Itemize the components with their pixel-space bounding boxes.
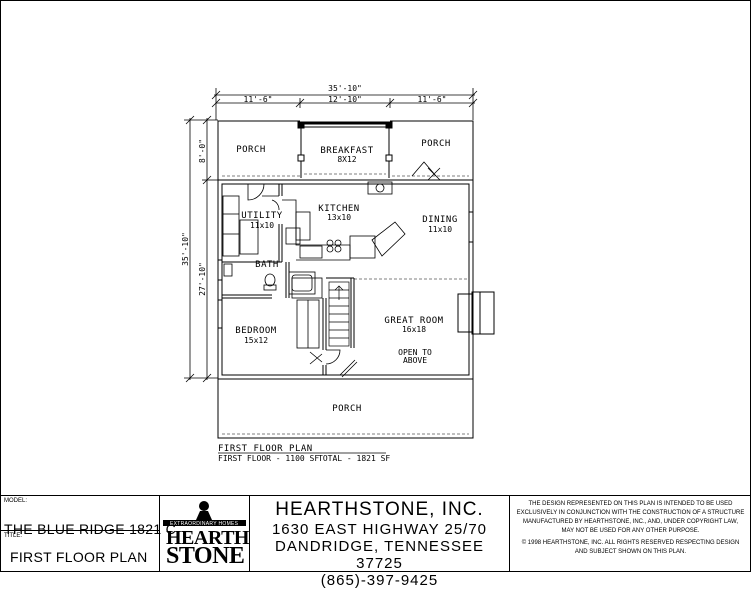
note-above: ABOVE [403, 356, 427, 365]
floor-plan-drawing: 35'-10" 11'-6" 12'-10" 11'-6" 35'-10" 8'… [0, 0, 751, 572]
copyright-notice: THE DESIGN REPRESENTED ON THIS PLAN IS I… [516, 501, 745, 534]
width-segment-left: 11'-6" [244, 95, 273, 104]
copyright-notice-block: THE DESIGN REPRESENTED ON THIS PLAN IS I… [509, 495, 751, 572]
width-segment-center: 12'-10" [328, 95, 362, 104]
room-label-porch-front: PORCH [332, 404, 362, 414]
room-size-bedroom: 15x12 [244, 336, 268, 345]
company-address-block: HEARTHSTONE, INC. 1630 EAST HIGHWAY 25/7… [249, 495, 510, 589]
room-label-bath: BATH [255, 260, 279, 270]
room-label-utility: UTILITY [241, 211, 283, 221]
door-swings [247, 161, 441, 378]
room-size-great-room: 16x18 [402, 325, 426, 334]
overall-depth-dimension: 35'-10" [181, 232, 190, 266]
left-dimensions [184, 115, 218, 383]
company-address-street: 1630 EAST HIGHWAY 25/70 [271, 521, 488, 538]
model-name: THE BLUE RIDGE 1821 C [4, 521, 177, 537]
sheet-border [0, 0, 751, 572]
rights-reserved-notice: © 1998 HEARTHSTONE, INC. ALL RIGHTS RESE… [521, 540, 740, 555]
room-size-utility: 11x10 [250, 221, 274, 230]
bedroom-closets [291, 277, 323, 349]
room-label-porch-left: PORCH [236, 145, 266, 155]
drawing-sheet: 35'-10" 11'-6" 12'-10" 11'-6" 35'-10" 8'… [0, 0, 751, 572]
company-name: HEARTHSTONE, INC. [275, 499, 484, 520]
room-size-kitchen: 13x10 [327, 213, 351, 222]
company-address-city: DANDRIDGE, TENNESSEE 37725 [275, 538, 484, 572]
kitchen-counters [282, 199, 406, 261]
drawing-title: FIRST FLOOR PLAN [10, 549, 148, 565]
logo-tagline: EXTRAORDINARY HOMES [170, 521, 239, 527]
company-phone: (865)-397-9425 [320, 572, 439, 589]
room-size-breakfast: 8X12 [337, 155, 356, 164]
room-label-kitchen: KITCHEN [318, 204, 359, 214]
utility-appliances [222, 195, 259, 257]
title-block-divider [0, 530, 160, 531]
room-label-great-room: GREAT ROOM [384, 316, 443, 326]
room-size-dining: 11x10 [428, 225, 452, 234]
width-segment-right: 11'-6" [418, 95, 447, 104]
plan-caption-total-area: TOTAL - 1821 SF [318, 454, 390, 463]
company-logo: EXTRAORDINARY HOMES HEARTH STONE [159, 495, 250, 572]
logo-word-hearth: HEARTH [166, 527, 249, 549]
breakfast-walls [222, 121, 469, 177]
interior-walls [222, 184, 469, 375]
logo-wordmark: HEARTH STONE [166, 527, 249, 569]
plan-caption-title: FIRST FLOOR PLAN [218, 444, 313, 454]
room-label-bedroom: BEDROOM [235, 326, 277, 336]
staircase [328, 281, 350, 347]
fireplace [457, 291, 495, 335]
bath-fixtures [223, 263, 316, 295]
top-dimensions [211, 88, 478, 120]
logo-figure-icon [163, 501, 246, 526]
front-porch-outline [217, 379, 474, 439]
room-label-porch-right: PORCH [421, 139, 451, 149]
note-open-to: OPEN TO [398, 348, 432, 357]
depth-porch-dimension: 8'-0" [198, 139, 207, 163]
plan-caption-first-floor-area: FIRST FLOOR - 1100 SF [218, 454, 319, 463]
breakfast-counter [367, 181, 393, 195]
rear-porch-outlines [217, 120, 474, 181]
side-windows [217, 211, 474, 329]
logo-word-stone: STONE [166, 543, 245, 569]
depth-main-dimension: 27'-10" [198, 262, 207, 296]
room-label-breakfast: BREAKFAST [320, 146, 373, 156]
model-label: MODEL: [4, 498, 28, 504]
room-label-dining: DINING [422, 215, 458, 225]
title-label: TITLE: [4, 533, 23, 539]
overall-width-dimension: 35'-10" [328, 84, 362, 93]
